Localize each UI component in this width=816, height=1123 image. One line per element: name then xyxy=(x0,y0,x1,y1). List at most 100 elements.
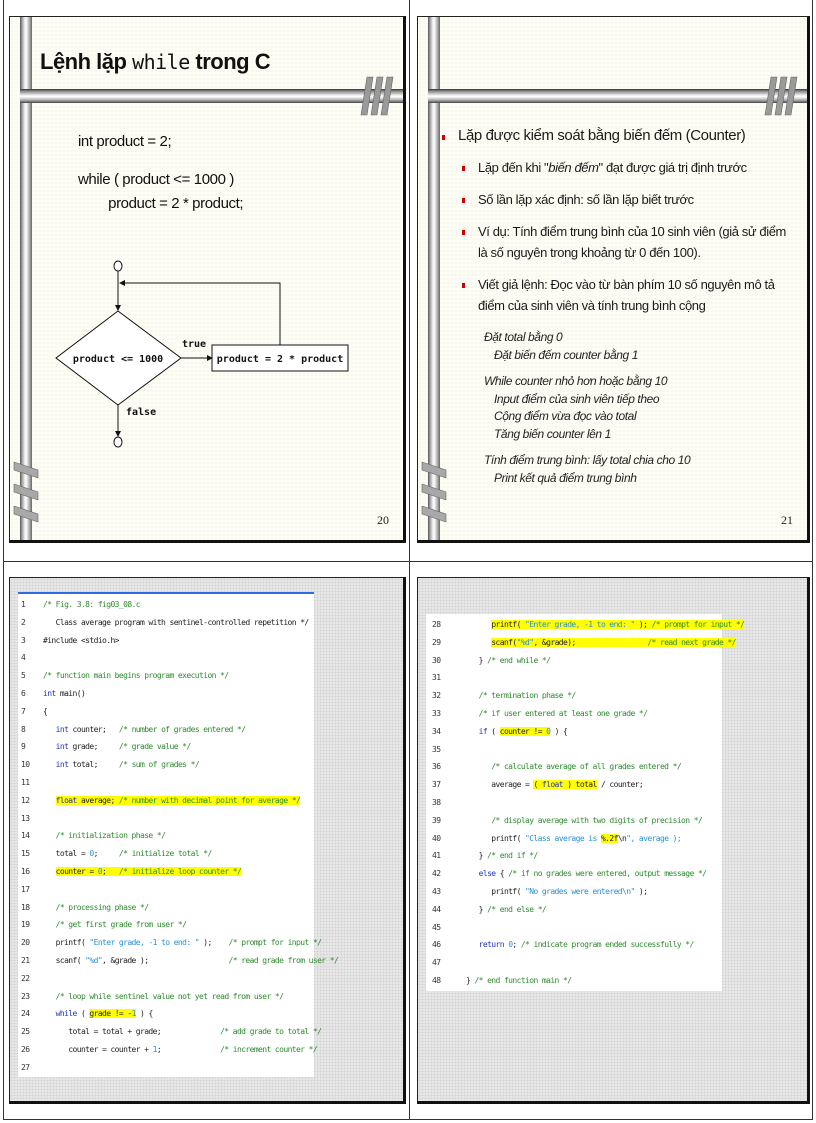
code-line: 12 float average; /* number with decimal… xyxy=(18,792,314,810)
line-number: 34 xyxy=(432,726,441,736)
code-text: scanf( "%d", &grade ); /* read grade fro… xyxy=(43,955,339,965)
line-number: 40 xyxy=(432,833,441,843)
bullet-list: Lặp được kiểm soát bằng biến đếm (Counte… xyxy=(442,127,797,327)
code-text: /* get first grade from user */ xyxy=(55,920,187,930)
coil-decoration-icon xyxy=(421,461,447,523)
code-line: 9 int grade; /* grade value */ xyxy=(18,738,314,756)
code-line: 8 int counter; /* number of grades enter… xyxy=(18,721,314,739)
pseudocode-line: Đặt biến đếm counter bằng 1 xyxy=(494,347,638,362)
pseudocode-line: Print kết quả điểm trung bình xyxy=(494,470,637,485)
line-number: 48 xyxy=(432,975,441,985)
code-line: 45 xyxy=(426,919,722,937)
code-text: { xyxy=(43,706,48,716)
code-text: counter = 0; /* initialize loop counter … xyxy=(55,866,242,876)
row-divider xyxy=(3,561,813,562)
line-number: 26 xyxy=(21,1044,30,1054)
line-number: 17 xyxy=(21,884,30,894)
line-number: 8 xyxy=(21,724,26,734)
line-number: 30 xyxy=(432,655,441,665)
line-number: 46 xyxy=(432,940,441,950)
line-number: 12 xyxy=(21,795,30,805)
line-number: 14 xyxy=(21,831,30,841)
code-line: 33 /* if user entered at least one grade… xyxy=(426,705,722,723)
code-line: 31 xyxy=(426,669,722,687)
line-number: 11 xyxy=(21,777,30,787)
code-line: 36 /* calculate average of all grades en… xyxy=(426,758,722,776)
code-line: while ( product <= 1000 ) xyxy=(78,171,234,188)
code-text: int main() xyxy=(43,688,86,698)
code-line: 26 counter = counter + 1; /* increment c… xyxy=(18,1041,318,1059)
action-label: product = 2 * product xyxy=(217,354,343,365)
code-text: /* if user entered at least one grade */ xyxy=(478,708,648,718)
line-number: 3 xyxy=(21,635,26,645)
line-number: 18 xyxy=(21,902,30,912)
code-line: 19 /* get first grade from user */ xyxy=(18,916,314,934)
coil-decoration-icon xyxy=(360,76,394,116)
sub-bullet-item: Lặp đến khi "biến đếm" đạt được giá trị … xyxy=(442,157,797,178)
sub-bullet-item: Viết giả lệnh: Đọc vào từ bàn phím 10 số… xyxy=(442,274,797,316)
pseudocode-line: Đặt total bằng 0 xyxy=(484,330,563,344)
line-number: 37 xyxy=(432,780,441,790)
line-number: 5 xyxy=(21,671,26,681)
line-number: 38 xyxy=(432,797,441,807)
code-line: 40 printf( "Class average is %.2f\n", av… xyxy=(426,830,722,848)
line-number: 24 xyxy=(21,1009,30,1019)
sub-bullet-item: Số lần lặp xác định: số lần lặp biết trư… xyxy=(442,189,797,210)
false-label: false xyxy=(126,407,156,418)
frame-horizontal-bar xyxy=(20,89,403,103)
end-node-icon xyxy=(113,436,123,448)
line-number: 6 xyxy=(21,688,26,698)
code-line: 15 total = 0; /* initialize total */ xyxy=(18,845,314,863)
line-number: 15 xyxy=(21,849,30,859)
code-line: 17 xyxy=(18,881,314,899)
title-text: Lệnh lặp xyxy=(40,49,133,74)
action-box xyxy=(211,344,349,372)
code-line: 6 int main() xyxy=(18,685,314,703)
line-number: 32 xyxy=(432,691,441,701)
slide-title: Lệnh lặp while trong C xyxy=(40,49,271,75)
code-line: 13 xyxy=(18,810,314,828)
page-number: 21 xyxy=(781,513,793,527)
code-line: 27 xyxy=(18,1059,314,1077)
frame-horizontal-bar xyxy=(428,89,807,103)
line-number: 22 xyxy=(21,973,30,983)
code-text: printf( "Class average is %.2f\n", avera… xyxy=(466,833,682,843)
line-number: 20 xyxy=(21,938,30,948)
code-text: scanf("%d", &grade); /* read next grade … xyxy=(491,637,736,647)
code-text: } /* end function main */ xyxy=(466,975,572,985)
sub-bullet-item: Ví dụ: Tính điểm trung bình của 10 sinh … xyxy=(442,221,797,263)
line-number: 42 xyxy=(432,869,441,879)
code-text: int total; /* sum of grades */ xyxy=(55,760,200,770)
bullet-item: Lặp được kiểm soát bằng biến đếm (Counte… xyxy=(442,127,797,144)
code-line: 2 Class average program with sentinel-co… xyxy=(18,614,314,632)
line-number: 25 xyxy=(21,1027,30,1037)
slide-21: Lặp được kiểm soát bằng biến đếm (Counte… xyxy=(417,16,810,543)
code-text: /* Fig. 3.8: fig03_08.c xyxy=(43,600,141,609)
code-line: 7{ xyxy=(18,703,314,721)
line-number: 28 xyxy=(432,620,441,629)
coil-decoration-icon xyxy=(13,461,39,523)
line-number: 35 xyxy=(432,744,441,754)
code-line: 4 xyxy=(18,649,314,667)
code-line: 30 } /* end while */ xyxy=(426,652,722,670)
line-number: 21 xyxy=(21,955,30,965)
line-number: 10 xyxy=(21,760,30,770)
start-node-icon xyxy=(113,260,123,272)
pseudocode-line: Tăng biến counter lên 1 xyxy=(494,426,611,441)
code-line: 34 if ( counter != 0 ) { xyxy=(426,723,722,741)
code-line: 35 xyxy=(426,741,722,759)
code-text: /* termination phase */ xyxy=(478,691,577,701)
code-listing: 28 printf( "Enter grade, -1 to end: " );… xyxy=(426,614,745,991)
title-text: trong C xyxy=(189,49,271,74)
line-number: 2 xyxy=(21,617,26,627)
line-number: 41 xyxy=(432,851,441,861)
code-line: 37 average = ( float ) total / counter; xyxy=(426,776,722,794)
code-text: else { /* if no grades were entered, out… xyxy=(478,869,707,879)
code-line: 3#include <stdio.h> xyxy=(18,632,314,650)
code-text: if ( counter != 0 ) { xyxy=(478,726,568,736)
line-number: 23 xyxy=(21,991,30,1001)
page-number: 20 xyxy=(377,513,389,527)
code-text: /* loop while sentinel value not yet rea… xyxy=(55,991,284,1001)
